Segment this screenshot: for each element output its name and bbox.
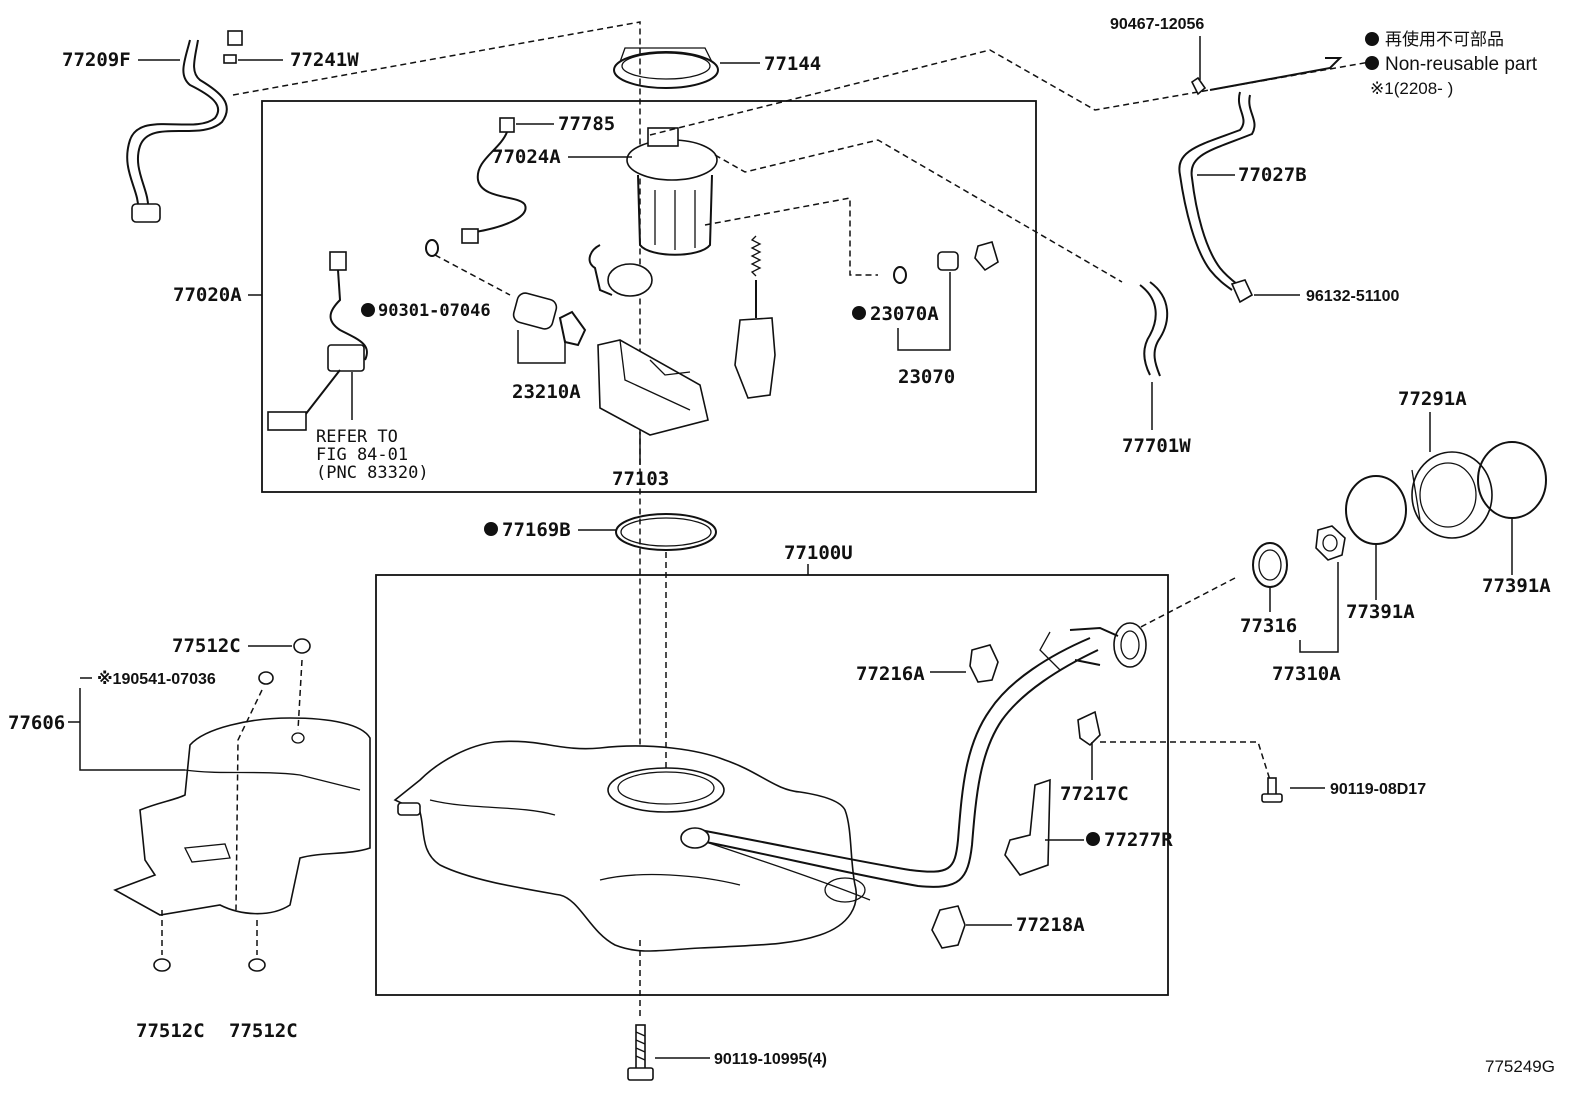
label-77241W: 77241W xyxy=(290,49,359,71)
label-77209F: 77209F xyxy=(62,49,131,71)
part-77027B[interactable]: 77027B xyxy=(1178,57,1343,291)
label-77291A: 77291A xyxy=(1398,388,1467,410)
label-77100U: 77100U xyxy=(784,542,853,564)
refer-note-line1: REFER TO xyxy=(316,427,398,447)
label-77020A: 77020A xyxy=(173,284,242,306)
part-90541-07036[interactable]: ※190541-07036 xyxy=(80,670,274,688)
part-77216A[interactable]: 77216A xyxy=(856,644,999,685)
label-77512C-top: 77512C xyxy=(172,635,241,657)
part-96132-51100[interactable]: 96132-51100 xyxy=(1230,279,1400,305)
label-23070A: 23070A xyxy=(870,303,939,325)
part-77512C-bottom-left[interactable]: 77512C xyxy=(136,910,205,1042)
part-77391A-left[interactable]: 77391A xyxy=(1345,475,1415,623)
part-77218A[interactable]: 77218A xyxy=(931,905,1085,949)
part-77020A[interactable]: 77020A xyxy=(173,251,368,431)
part-90301-07046[interactable]: 90301-07046 xyxy=(361,239,491,321)
non-reusable-bullet-icon xyxy=(1086,832,1100,846)
part-77103[interactable]: 77103 xyxy=(597,339,709,490)
part-77277R[interactable]: 77277R xyxy=(1004,778,1173,876)
refer-note-line3: (PNC 83320) xyxy=(316,463,429,483)
non-reusable-bullet-icon xyxy=(1365,56,1379,70)
label-23070: 23070 xyxy=(898,366,955,388)
part-spring-rod xyxy=(734,235,776,399)
part-77169B[interactable]: 77169B xyxy=(484,513,717,551)
part-23210A[interactable]: 23210A xyxy=(512,291,587,403)
label-90119-10995: 90119-10995(4) xyxy=(714,1051,827,1068)
label-77606: 77606 xyxy=(8,712,65,734)
fuel-tank-body xyxy=(393,740,866,952)
valve-dashed-line xyxy=(704,197,878,276)
label-77027B: 77027B xyxy=(1238,164,1307,186)
part-77241W[interactable]: 77241W xyxy=(223,49,359,71)
label-90301-07046: 90301-07046 xyxy=(378,301,491,321)
label-77391A-right: 77391A xyxy=(1482,575,1551,597)
part-90119-08D17[interactable]: 90119-08D17 xyxy=(1261,777,1426,803)
label-77024A: 77024A xyxy=(492,146,561,168)
refer-note-line2: FIG 84-01 xyxy=(316,445,408,465)
part-77701W[interactable]: 77701W xyxy=(1122,281,1191,457)
part-77024A[interactable]: 77024A xyxy=(492,127,718,297)
grommet-top-dashed-line xyxy=(297,659,303,731)
label-90119-08D17: 90119-08D17 xyxy=(1330,781,1426,798)
label-77310A: 77310A xyxy=(1272,663,1341,685)
figure-code: 775249G xyxy=(1485,1057,1555,1076)
part-77512C-bottom-right[interactable]: 77512C xyxy=(229,920,298,1042)
part-90119-10995[interactable]: 90119-10995(4) xyxy=(627,1024,827,1081)
label-77103: 77103 xyxy=(612,468,669,490)
legend-footnote: ※1(2208- ) xyxy=(1370,79,1453,98)
label-77144: 77144 xyxy=(764,53,821,75)
part-77785[interactable]: 77785 xyxy=(461,113,615,244)
non-reusable-bullet-icon xyxy=(852,306,866,320)
clip-dashed-line xyxy=(235,689,263,911)
legend: 再使用不可部品 Non-reusable part ※1(2208- ) xyxy=(1365,29,1538,98)
label-77512C-bottom-left: 77512C xyxy=(136,1020,205,1042)
fuel-filler-pipe xyxy=(680,622,1147,901)
part-77391A-right[interactable]: 77391A xyxy=(1477,441,1551,597)
inlet-dashed-line xyxy=(1134,577,1236,631)
part-90467-12056[interactable]: 90467-12056 xyxy=(1110,16,1207,96)
fuel-tank-box xyxy=(375,574,1169,996)
center-dashed-axis xyxy=(232,21,641,760)
label-77218A: 77218A xyxy=(1016,914,1085,936)
hose-dashed-line xyxy=(714,139,1123,283)
label-77316: 77316 xyxy=(1240,615,1297,637)
label-77391A-left: 77391A xyxy=(1346,601,1415,623)
part-77100U[interactable]: 77100U xyxy=(784,542,853,575)
part-77291A[interactable]: 77291A xyxy=(1398,388,1493,539)
bolt-08D17-dashed-line xyxy=(1100,741,1271,781)
label-77512C-bottom-right: 77512C xyxy=(229,1020,298,1042)
oring-dashed-line xyxy=(434,254,511,296)
label-77217C: 77217C xyxy=(1060,783,1129,805)
label-77701W: 77701W xyxy=(1122,435,1191,457)
fuel-pump-assembly-box xyxy=(261,100,1037,493)
label-77169B: 77169B xyxy=(502,519,571,541)
label-77277R: 77277R xyxy=(1104,829,1173,851)
part-77606[interactable]: 77606 xyxy=(8,688,371,916)
part-23070[interactable]: 23070 xyxy=(897,241,999,388)
non-reusable-bullet-icon xyxy=(361,303,375,317)
part-77310A[interactable]: 77310A xyxy=(1272,562,1341,685)
refer-note: REFER TO FIG 84-01 (PNC 83320) xyxy=(316,427,429,483)
part-77316[interactable]: 77316 xyxy=(1240,542,1297,637)
label-77785: 77785 xyxy=(558,113,615,135)
part-77512C-top[interactable]: 77512C xyxy=(172,635,311,657)
part-77209F[interactable]: 77209F xyxy=(62,30,243,223)
part-23070A[interactable]: 23070A xyxy=(852,266,939,325)
label-23210A: 23210A xyxy=(512,381,581,403)
label-77216A: 77216A xyxy=(856,663,925,685)
label-90467-12056: 90467-12056 xyxy=(1110,16,1204,33)
label-90541-07036: ※190541-07036 xyxy=(97,670,216,688)
part-77144[interactable]: 77144 xyxy=(613,47,821,89)
part-77310A-cap[interactable] xyxy=(1315,525,1346,561)
non-reusable-bullet-icon xyxy=(484,522,498,536)
legend-non-reusable-en: Non-reusable part xyxy=(1385,54,1538,75)
label-96132-51100: 96132-51100 xyxy=(1306,288,1400,305)
non-reusable-bullet-icon xyxy=(1365,32,1379,46)
legend-non-reusable-jp: 再使用不可部品 xyxy=(1385,29,1504,49)
part-77217C[interactable]: 77217C xyxy=(1060,710,1129,805)
